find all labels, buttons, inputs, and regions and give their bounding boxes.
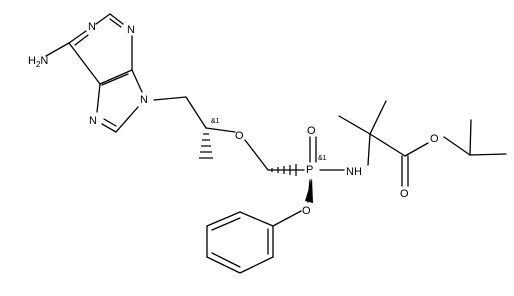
- atom-o-ester: O: [430, 133, 439, 145]
- bond-nh-quat-c: [367, 133, 371, 166]
- bond-c2-n3-double: [109, 18, 122, 28]
- h2n-h: H: [28, 55, 36, 67]
- atom-o-phenoxy: O: [302, 205, 311, 217]
- atom-h2n: H2N: [28, 55, 48, 69]
- bond-c5-n7: [96, 83, 101, 113]
- stereo-label-phosphorus: &1: [318, 155, 327, 162]
- bond-n9-ch2: [153, 96, 187, 101]
- bond-c2-n3: [109, 13, 124, 25]
- bond-chiral-c-o: [205, 127, 236, 133]
- bond-ph-1: [239, 211, 274, 227]
- atom-n3: N: [127, 24, 135, 36]
- atom-o-phosphoryl: O: [307, 125, 316, 137]
- atom-o-ether: O: [235, 130, 244, 142]
- bond-c4-c5-double: [101, 73, 129, 86]
- bond-o-ester-ch: [443, 136, 471, 156]
- wedge-bond-p-o: [305, 178, 313, 203]
- bond-o-phenyl: [272, 210, 302, 227]
- bond-c4-c5: [99, 69, 133, 85]
- bond-c5-c6: [68, 42, 101, 85]
- bond-carbonyl-c-o-ester: [404, 142, 429, 157]
- h2n-n: N: [40, 55, 48, 67]
- bond-c8-n9: [115, 106, 139, 133]
- bond-ch-me-right: [469, 153, 507, 156]
- hashed-bond-p-ch2: [271, 164, 297, 176]
- bond-quat-c-me2: [338, 115, 371, 135]
- bond-n1-c2: [95, 13, 111, 25]
- stereo-label-carbon: &1: [211, 118, 220, 125]
- bond-quat-c-me1: [369, 100, 387, 135]
- bond-n9-c4: [131, 69, 143, 93]
- atom-nh: NH: [346, 166, 362, 178]
- bond-c6-n1-double: [74, 34, 89, 46]
- bond-n7-c8-double: [103, 118, 117, 127]
- atom-n9: N: [140, 94, 148, 106]
- svg-text:H2N: H2N: [28, 55, 48, 69]
- bond-c6-nh2: [45, 42, 70, 57]
- bond-n7-c8: [101, 123, 117, 133]
- atom-n1: N: [88, 21, 96, 33]
- bond-quat-c-carbonyl-c: [369, 133, 406, 157]
- bond-c6-n1: [68, 30, 87, 44]
- bond-ph-5: [239, 256, 274, 274]
- bond-ph-inner-2: [211, 252, 241, 268]
- h2n-subscript: 2: [36, 60, 41, 69]
- hashed-bond-methyl: [199, 133, 213, 159]
- bond-ch-me-up: [469, 119, 472, 156]
- bond-ph-inner-1: [211, 217, 241, 231]
- atom-o-carbonyl: O: [400, 188, 409, 200]
- bond-o-ch2: [244, 139, 269, 171]
- bond-ph-2: [206, 211, 241, 227]
- bond-ch2-chiral-c: [185, 96, 207, 129]
- bond-ph-4: [206, 256, 241, 274]
- atom-n7: N: [89, 115, 97, 127]
- atom-p: P: [306, 164, 313, 176]
